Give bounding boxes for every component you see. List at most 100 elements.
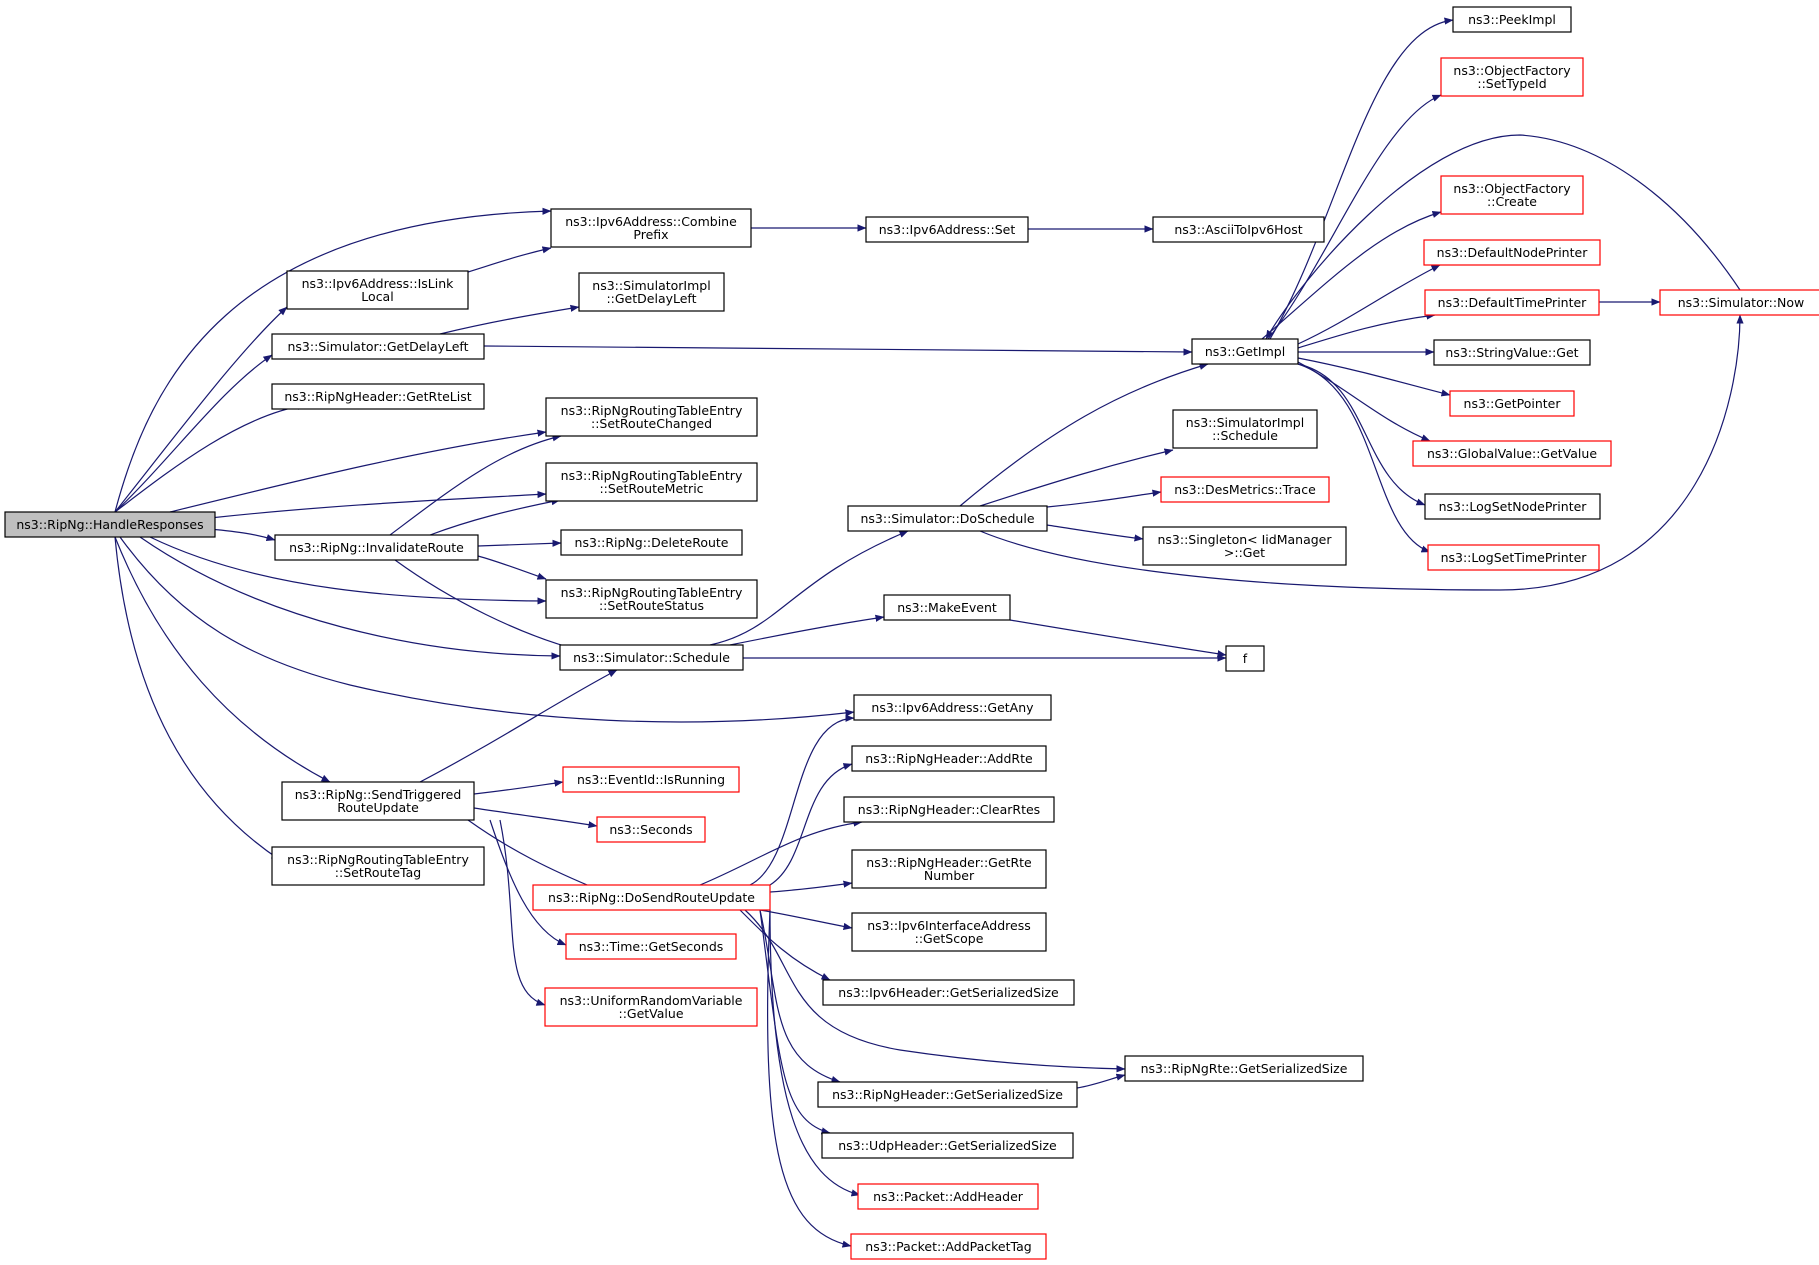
function-node-invalidate[interactable]: ns3::RipNg::InvalidateRoute xyxy=(274,534,479,561)
function-node-getscope[interactable]: ns3::Ipv6InterfaceAddress::GetScope xyxy=(851,912,1047,952)
function-node-getany[interactable]: ns3::Ipv6Address::GetAny xyxy=(853,694,1052,721)
function-node-simimpl_sched[interactable]: ns3::SimulatorImpl::Schedule xyxy=(1172,409,1318,449)
node-label: ns3::RipNgRoutingTableEntry xyxy=(561,468,743,483)
function-node-deftimeprinter[interactable]: ns3::DefaultTimePrinter xyxy=(1424,289,1600,316)
call-edge-dosend-to-ipv6hdrsize xyxy=(739,909,831,981)
function-node-ipv6hdrsize[interactable]: ns3::Ipv6Header::GetSerializedSize xyxy=(822,979,1075,1006)
call-edge-islink-to-combine xyxy=(467,246,552,273)
function-node-simimpl_delay[interactable]: ns3::SimulatorImpl::GetDelayLeft xyxy=(578,272,725,312)
node-label: RouteUpdate xyxy=(337,800,419,815)
function-node-ripngrtesize[interactable]: ns3::RipNgRte::GetSerializedSize xyxy=(1124,1055,1364,1082)
function-node-desmetrics[interactable]: ns3::DesMetrics::Trace xyxy=(1160,476,1330,503)
node-box xyxy=(857,1183,1039,1210)
call-edge-invalidate-to-setroutechanged xyxy=(389,434,562,536)
function-node-simnow[interactable]: ns3::Simulator::Now xyxy=(1659,289,1819,316)
function-node-of_settypeid[interactable]: ns3::ObjectFactory::SetTypeId xyxy=(1440,57,1584,97)
node-box xyxy=(1659,289,1819,316)
node-label: ns3::Simulator::DoSchedule xyxy=(860,511,1034,526)
node-box xyxy=(274,534,479,561)
node-label: ns3::ObjectFactory xyxy=(1453,63,1571,78)
node-box xyxy=(843,796,1055,823)
function-node-handle[interactable]: ns3::RipNg::HandleResponses xyxy=(4,511,216,538)
node-label: Number xyxy=(924,868,975,883)
function-node-globalvalue[interactable]: ns3::GlobalValue::GetValue xyxy=(1412,440,1612,467)
call-edge-dosend-to-udphdrsize xyxy=(759,909,831,1135)
call-edge-schedule-to-doschedule xyxy=(709,530,909,646)
function-node-makeevent[interactable]: ns3::MakeEvent xyxy=(883,594,1011,621)
node-box xyxy=(550,208,752,248)
function-node-seconds[interactable]: ns3::Seconds xyxy=(596,816,706,843)
function-node-setroutechanged[interactable]: ns3::RipNgRoutingTableEntry::SetRouteCha… xyxy=(545,397,758,437)
function-node-getdelay[interactable]: ns3::Simulator::GetDelayLeft xyxy=(271,333,485,360)
call-edge-dosend-to-addrte xyxy=(769,763,853,886)
node-label: ns3::Ipv6Address::GetAny xyxy=(871,700,1034,715)
node-label: ns3::LogSetNodePrinter xyxy=(1439,499,1588,514)
function-node-ascii[interactable]: ns3::AsciiToIpv6Host xyxy=(1152,216,1325,243)
function-node-setroutestatus[interactable]: ns3::RipNgRoutingTableEntry::SetRouteSta… xyxy=(545,579,758,619)
function-node-ripnghdrsize[interactable]: ns3::RipNgHeader::GetSerializedSize xyxy=(817,1081,1078,1108)
function-node-getrtelist[interactable]: ns3::RipNgHeader::GetRteList xyxy=(271,383,485,410)
call-edge-doschedule-to-singleton xyxy=(1046,524,1144,542)
call-edge-sendtrig-to-uniform xyxy=(499,819,546,1006)
node-box xyxy=(271,383,485,410)
function-node-logsettime[interactable]: ns3::LogSetTimePrinter xyxy=(1427,544,1600,571)
function-node-deleteroute[interactable]: ns3::RipNg::DeleteRoute xyxy=(560,529,743,556)
node-label: ns3::RipNgRte::GetSerializedSize xyxy=(1141,1061,1348,1076)
node-label: ::SetTypeId xyxy=(1477,76,1546,91)
function-node-udphdrsize[interactable]: ns3::UdpHeader::GetSerializedSize xyxy=(821,1132,1074,1159)
call-edge-dosend-to-getany xyxy=(749,714,855,886)
node-label: ns3::RipNg::DeleteRoute xyxy=(575,535,729,550)
call-edge-getimpl-to-logsetnode xyxy=(1297,363,1426,506)
call-edge-handle-to-getany xyxy=(119,536,855,723)
node-label: ns3::DefaultNodePrinter xyxy=(1437,245,1589,260)
node-box xyxy=(1160,476,1330,503)
function-node-ipv6set[interactable]: ns3::Ipv6Address::Set xyxy=(865,216,1029,243)
function-node-uniform[interactable]: ns3::UniformRandomVariable::GetValue xyxy=(544,987,758,1027)
function-node-setroutemetric[interactable]: ns3::RipNgRoutingTableEntry::SetRouteMet… xyxy=(545,462,758,502)
node-label: ns3::RipNgHeader::GetRte xyxy=(866,855,1032,870)
call-edge-getdelay-to-simimpl_delay xyxy=(439,304,580,335)
call-edge-invalidate-to-deleteroute xyxy=(477,539,562,547)
node-label: f xyxy=(1243,651,1248,666)
function-node-of_create[interactable]: ns3::ObjectFactory::Create xyxy=(1440,175,1584,215)
function-node-singleton[interactable]: ns3::Singleton< IidManager>::Get xyxy=(1142,526,1347,566)
node-box xyxy=(559,644,744,671)
function-node-doschedule[interactable]: ns3::Simulator::DoSchedule xyxy=(847,505,1048,532)
node-box xyxy=(847,505,1048,532)
function-node-clearrtes[interactable]: ns3::RipNgHeader::ClearRtes xyxy=(843,796,1055,823)
node-box xyxy=(560,529,743,556)
node-box xyxy=(1424,289,1600,316)
function-node-peekimpl[interactable]: ns3::PeekImpl xyxy=(1452,6,1572,33)
function-node-isrunning[interactable]: ns3::EventId::IsRunning xyxy=(562,766,740,793)
call-edge-dosend-to-clearrtes xyxy=(699,819,863,886)
call-edge-doschedule-to-simnow xyxy=(979,314,1744,591)
call-edge-getdelay-to-getimpl xyxy=(483,345,1193,356)
node-label: ::Schedule xyxy=(1212,428,1278,443)
function-node-schedule[interactable]: ns3::Simulator::Schedule xyxy=(559,644,744,671)
node-label: ns3::Ipv6Address::Set xyxy=(879,222,1016,237)
function-node-addpackettag[interactable]: ns3::Packet::AddPacketTag xyxy=(850,1233,1047,1260)
call-edge-simnow-to-getimpl xyxy=(1265,134,1741,340)
node-box xyxy=(821,1132,1074,1159)
function-node-getpointer[interactable]: ns3::GetPointer xyxy=(1449,390,1575,417)
function-node-logsetnode[interactable]: ns3::LogSetNodePrinter xyxy=(1424,493,1601,520)
function-node-defnodeprinter[interactable]: ns3::DefaultNodePrinter xyxy=(1423,239,1601,266)
function-node-setroutetag[interactable]: ns3::RipNgRoutingTableEntry::SetRouteTag xyxy=(271,846,485,886)
node-box xyxy=(4,511,216,538)
function-node-addheader[interactable]: ns3::Packet::AddHeader xyxy=(857,1183,1039,1210)
function-node-dosend[interactable]: ns3::RipNg::DoSendRouteUpdate xyxy=(532,884,771,911)
node-box xyxy=(1172,409,1318,449)
function-node-f[interactable]: f xyxy=(1225,645,1265,672)
node-label: ::SetRouteMetric xyxy=(599,481,703,496)
function-node-getimpl[interactable]: ns3::GetImpl xyxy=(1191,338,1299,365)
call-edge-sendtrig-to-isrunning xyxy=(473,779,564,795)
function-node-getseconds[interactable]: ns3::Time::GetSeconds xyxy=(565,933,737,960)
function-node-addrte[interactable]: ns3::RipNgHeader::AddRte xyxy=(851,745,1047,772)
call-edge-invalidate-to-setroutestatus xyxy=(477,555,547,580)
function-node-stringvalueget[interactable]: ns3::StringValue::Get xyxy=(1433,339,1591,366)
node-box xyxy=(1452,6,1572,33)
